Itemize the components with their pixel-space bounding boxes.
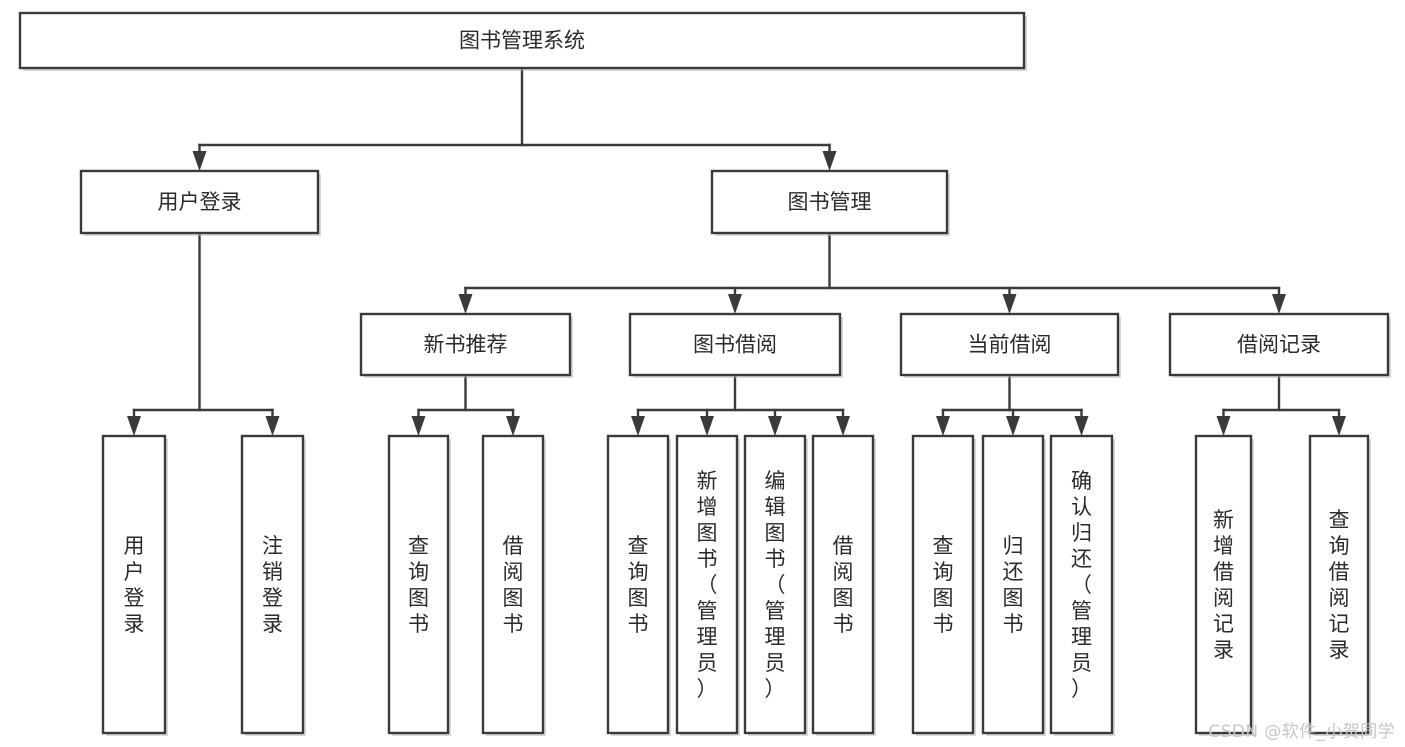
node-label: 新增借阅记录 bbox=[1213, 508, 1234, 662]
node-label: 新书推荐 bbox=[424, 333, 508, 357]
node-label: 新增图书（管理员） bbox=[697, 469, 718, 701]
node-label: 编辑图书（管理员） bbox=[765, 469, 786, 701]
node-label: 查询图书 bbox=[933, 534, 954, 636]
node-rect bbox=[1168, 312, 1390, 377]
node-leaf-confirm-return[interactable]: 确认归还（管理员） bbox=[1049, 434, 1115, 736]
arrow-head-icon bbox=[1074, 416, 1089, 436]
node-rect bbox=[743, 434, 807, 735]
node-rect bbox=[811, 434, 875, 735]
node-label: 注销登录 bbox=[262, 534, 283, 636]
node-label: 借阅图书 bbox=[833, 534, 854, 636]
arrow-head-icon bbox=[631, 416, 645, 436]
node-leaf-logout[interactable]: 注销登录 bbox=[240, 434, 306, 736]
node-label: 用户登录 bbox=[158, 190, 242, 214]
node-leaf-query-book-2[interactable]: 查询图书 bbox=[606, 434, 671, 736]
node-label: 图书管理 bbox=[788, 190, 872, 214]
node-rect bbox=[481, 434, 545, 735]
node-label: 图书管理系统 bbox=[459, 29, 585, 53]
arrow-head-icon bbox=[1272, 294, 1286, 314]
arrow-head-icon bbox=[768, 416, 782, 436]
node-leaf-add-book[interactable]: 新增图书（管理员） bbox=[675, 434, 740, 736]
arrow-head-icon bbox=[700, 416, 714, 436]
node-rect bbox=[359, 312, 572, 377]
node-label: 借阅图书 bbox=[503, 534, 524, 636]
node-label: 查询图书 bbox=[628, 534, 649, 636]
node-leaf-return-book[interactable]: 归还图书 bbox=[981, 434, 1046, 736]
node-current-borrow[interactable]: 当前借阅 bbox=[899, 312, 1121, 378]
node-rect bbox=[981, 434, 1045, 735]
node-rect bbox=[18, 11, 1026, 70]
arrow-head-icon bbox=[822, 151, 837, 171]
arrow-head-icon bbox=[728, 294, 742, 314]
node-book-manage[interactable]: 图书管理 bbox=[710, 169, 950, 236]
arrow-head-icon bbox=[1006, 416, 1020, 436]
node-root[interactable]: 图书管理系统 bbox=[18, 11, 1027, 71]
arrow-head-icon bbox=[506, 416, 520, 436]
node-new-book-rec[interactable]: 新书推荐 bbox=[359, 312, 573, 378]
arrow-head-icon bbox=[127, 416, 141, 436]
node-book-borrow[interactable]: 图书借阅 bbox=[628, 312, 843, 378]
node-leaf-add-record[interactable]: 新增借阅记录 bbox=[1194, 434, 1254, 736]
node-borrow-record[interactable]: 借阅记录 bbox=[1168, 312, 1391, 378]
arrow-head-icon bbox=[192, 151, 207, 171]
node-user-login[interactable]: 用户登录 bbox=[79, 169, 321, 236]
arrow-head-icon bbox=[1332, 416, 1346, 436]
node-leaf-edit-book[interactable]: 编辑图书（管理员） bbox=[743, 434, 808, 736]
node-rect bbox=[101, 434, 167, 735]
node-rect bbox=[899, 312, 1120, 377]
arrow-head-icon bbox=[265, 416, 280, 436]
node-label: 查询借阅记录 bbox=[1329, 508, 1350, 662]
csdn-watermark: CSDN @软件_小贺同学 bbox=[1208, 722, 1395, 742]
node-leaf-query-book-1[interactable]: 查询图书 bbox=[387, 434, 451, 736]
node-rect bbox=[387, 434, 450, 735]
arrow-head-icon bbox=[411, 416, 426, 436]
node-rect bbox=[1308, 434, 1370, 735]
node-leaf-user-login[interactable]: 用户登录 bbox=[101, 434, 168, 736]
node-rect bbox=[240, 434, 305, 735]
node-leaf-query-book-3[interactable]: 查询图书 bbox=[911, 434, 976, 736]
node-leaf-borrow-book-1[interactable]: 借阅图书 bbox=[481, 434, 546, 736]
node-rect bbox=[911, 434, 975, 735]
node-label: 借阅记录 bbox=[1237, 333, 1321, 357]
node-label: 查询图书 bbox=[408, 534, 429, 636]
arrow-head-icon bbox=[1002, 294, 1017, 314]
node-rect bbox=[710, 169, 949, 235]
node-label: 当前借阅 bbox=[968, 333, 1052, 357]
node-rect bbox=[1194, 434, 1253, 735]
node-rect bbox=[1049, 434, 1114, 735]
node-rect bbox=[628, 312, 842, 377]
node-rect bbox=[606, 434, 670, 735]
node-label: 用户登录 bbox=[124, 534, 145, 636]
node-label: 确认归还（管理员） bbox=[1071, 469, 1092, 701]
connectors-layer bbox=[127, 66, 1346, 436]
node-label: 归还图书 bbox=[1003, 534, 1024, 636]
arrow-head-icon bbox=[836, 416, 850, 436]
arrow-head-icon bbox=[936, 416, 950, 436]
arrow-head-icon bbox=[458, 294, 473, 314]
node-leaf-borrow-book-2[interactable]: 借阅图书 bbox=[811, 434, 876, 736]
node-rect bbox=[79, 169, 320, 235]
node-rect bbox=[675, 434, 739, 735]
node-label: 图书借阅 bbox=[693, 333, 777, 357]
node-leaf-query-record[interactable]: 查询借阅记录 bbox=[1308, 434, 1371, 736]
nodes-layer: 图书管理系统用户登录图书管理新书推荐图书借阅当前借阅借阅记录用户登录注销登录查询… bbox=[18, 11, 1391, 736]
arrow-head-icon bbox=[1216, 416, 1231, 436]
